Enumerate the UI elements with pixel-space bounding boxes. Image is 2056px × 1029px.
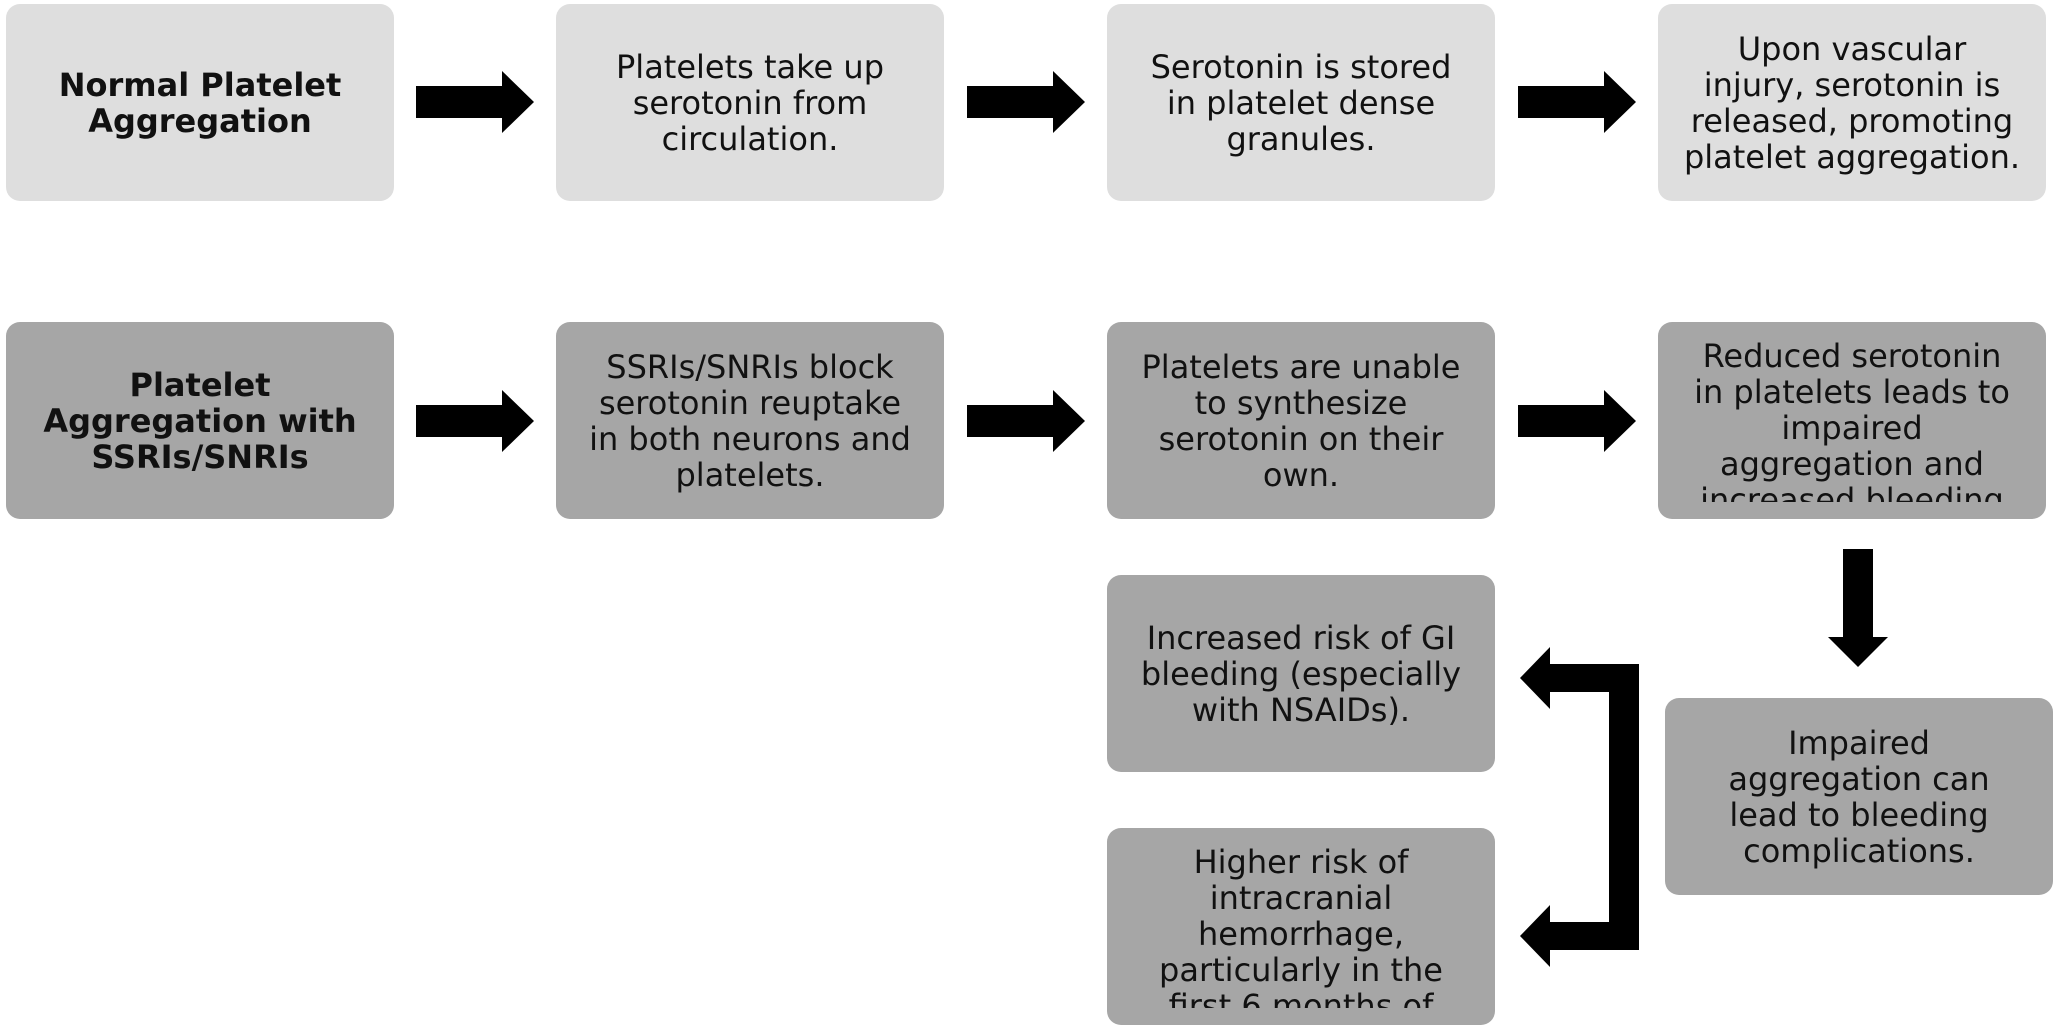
arrow-down <box>1828 549 1888 667</box>
ssri-step-3: Reduced serotonin in platelets leads to … <box>1694 338 2010 502</box>
complication-box: Impaired aggregation can lead to bleedin… <box>1665 698 2053 895</box>
ssri-title: Platelet Aggregation with SSRIs/SNRIs <box>43 365 357 476</box>
ssri-step-3-box: Reduced serotonin in platelets leads to … <box>1658 322 2046 519</box>
normal-step-1: Platelets take up serotonin from circula… <box>616 47 884 158</box>
ssri-step-2-box: Platelets are unable to synthesize serot… <box>1107 322 1495 519</box>
normal-step-2-box: Serotonin is stored in platelet dense gr… <box>1107 4 1495 201</box>
arrow-left-intracranial <box>1520 905 1639 967</box>
arrow-right-3 <box>1518 71 1636 133</box>
normal-step-3-box: Upon vascular injury, serotonin is relea… <box>1658 4 2046 201</box>
arrow-left-gi <box>1520 647 1639 709</box>
arrow-right-6 <box>1518 390 1636 452</box>
gi-bleeding-box: Increased risk of GI bleeding (especiall… <box>1107 575 1495 772</box>
ssri-step-1: SSRIs/SNRIs block serotonin reuptake in … <box>589 347 911 494</box>
normal-step-1-box: Platelets take up serotonin from circula… <box>556 4 944 201</box>
intracranial-box: Higher risk of intracranial hemorrhage, … <box>1107 828 1495 1025</box>
ssri-step-1-box: SSRIs/SNRIs block serotonin reuptake in … <box>556 322 944 519</box>
normal-step-3: Upon vascular injury, serotonin is relea… <box>1683 29 2021 176</box>
intracranial-text: Higher risk of intracranial hemorrhage, … <box>1159 844 1443 1008</box>
arrow-right-1 <box>416 71 534 133</box>
normal-title: Normal Platelet Aggregation <box>58 65 342 140</box>
arrow-right-5 <box>967 390 1085 452</box>
arrow-right-2 <box>967 71 1085 133</box>
gi-bleeding-text: Increased risk of GI bleeding (especiall… <box>1140 618 1462 729</box>
ssri-step-2: Platelets are unable to synthesize serot… <box>1141 347 1461 494</box>
arrow-right-4 <box>416 390 534 452</box>
ssri-title-box: Platelet Aggregation with SSRIs/SNRIs <box>6 322 394 519</box>
branch-connector <box>1609 664 1639 950</box>
normal-title-box: Normal Platelet Aggregation <box>6 4 394 201</box>
complication-text: Impaired aggregation can lead to bleedin… <box>1728 723 1990 870</box>
normal-step-2: Serotonin is stored in platelet dense gr… <box>1150 47 1452 158</box>
